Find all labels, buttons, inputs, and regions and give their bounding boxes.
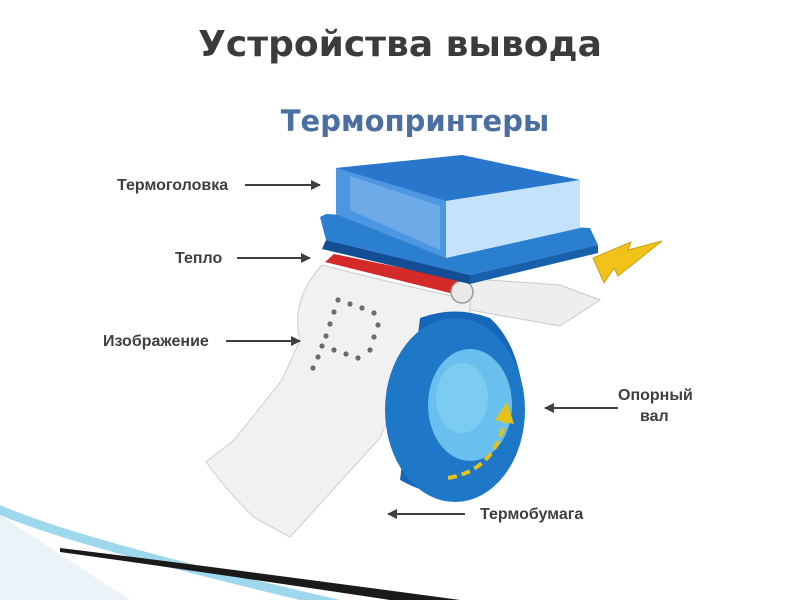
thermal-head (320, 155, 598, 284)
label-heat: Тепло (175, 250, 223, 267)
label-thermal-paper: Термобумага (480, 506, 584, 523)
slide-subtitle: Термопринтеры (280, 104, 550, 138)
slide-title: Устройства вывода (198, 24, 602, 65)
slide-decoration (0, 505, 460, 600)
printed-dot-image (310, 297, 381, 371)
platen-roller (385, 311, 525, 502)
heat-strip (325, 254, 470, 298)
thermal-paper-sheet (205, 264, 471, 538)
label-pointer-arrows (226, 180, 618, 519)
label-thermal-head: Термоголовка (117, 177, 229, 194)
label-image: Изображение (103, 333, 209, 350)
pinch-roller (450, 280, 474, 304)
label-roller-line1: Опорный (618, 387, 693, 404)
label-roller-line2: вал (640, 408, 669, 425)
feed-direction-arrow-icon (592, 240, 663, 285)
rotation-arrow-icon (447, 402, 514, 480)
